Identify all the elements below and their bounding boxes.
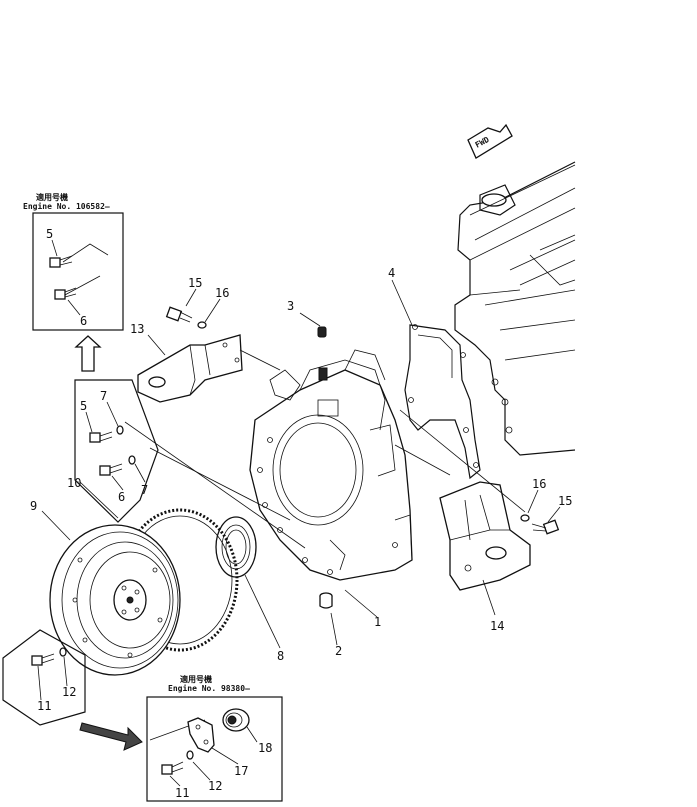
callout-3: 3	[287, 299, 294, 313]
callout-8: 8	[277, 649, 284, 663]
bolt-lower-right	[520, 514, 560, 535]
gasket	[404, 324, 481, 480]
flywheel-housing	[249, 349, 413, 581]
plug-bottom	[319, 592, 333, 609]
inset-mid: 5 7 6 7	[74, 379, 159, 523]
shaded-arrow	[79, 722, 143, 751]
callout-1: 1	[374, 615, 381, 629]
inset-bolt-label-11: 11	[37, 699, 51, 713]
inset-top-caption: Engine No. 106582–	[23, 201, 110, 211]
engine-block	[454, 161, 576, 456]
callout-9: 9	[30, 499, 37, 513]
fwd-arrow-tag: FWD	[467, 123, 513, 159]
inset-bottom: 適用号機 Engine No. 98380– 18 17 12 11	[146, 674, 283, 802]
callout-16-lower: 16	[532, 477, 546, 491]
inset-mid-label-7a: 7	[100, 389, 107, 403]
inset-mid-label-7b: 7	[141, 483, 148, 497]
callout-13: 13	[130, 322, 144, 336]
callout-14: 14	[490, 619, 504, 633]
inset-bottom-label-18: 18	[258, 741, 272, 755]
inset-top-label-6: 6	[80, 314, 87, 328]
plug-top	[317, 326, 327, 338]
callout-16-upper: 16	[215, 286, 229, 300]
bolt-upper	[165, 306, 207, 329]
inset-bolt: 11 12	[2, 629, 86, 726]
seal	[215, 516, 257, 578]
mount-bracket-right	[439, 481, 531, 591]
callout-4: 4	[388, 266, 395, 280]
inset-bottom-label-17: 17	[234, 764, 248, 778]
inset-top: 適用号機 Engine No. 106582– 5 6	[23, 192, 124, 331]
callout-2: 2	[335, 644, 342, 658]
inset-mid-label-5: 5	[80, 399, 87, 413]
callout-10: 10	[67, 476, 81, 490]
mount-bracket-left	[137, 334, 243, 403]
inset-top-label-5: 5	[46, 227, 53, 241]
inset-bolt-label-12: 12	[62, 685, 76, 699]
inset-bottom-label-11: 11	[175, 786, 189, 800]
up-arrow	[74, 335, 102, 372]
callout-labels: 1 2 3 4 8 9 10 13 14 15 16 15 16	[30, 266, 572, 663]
inset-bottom-caption: Engine No. 98380–	[168, 683, 250, 693]
inset-bottom-label-12: 12	[208, 779, 222, 793]
callout-15-lower: 15	[558, 494, 572, 508]
flywheel	[49, 524, 181, 676]
inset-mid-label-6: 6	[118, 490, 125, 504]
inset-bottom-caption-jp: 適用号機	[180, 674, 212, 684]
inset-top-caption-jp: 適用号機	[36, 192, 68, 202]
callout-15-upper: 15	[188, 276, 202, 290]
